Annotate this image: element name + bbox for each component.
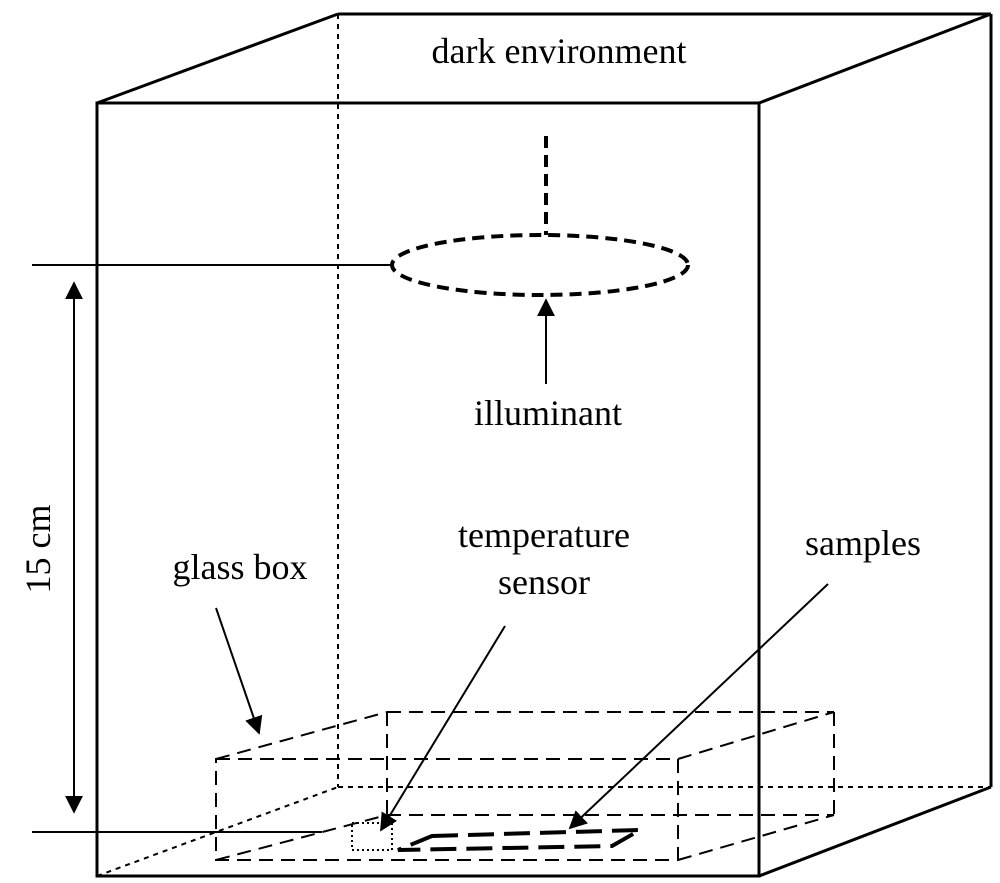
chamber-top-left-edge bbox=[96, 12, 339, 105]
temperature-sensor-label-line2: sensor bbox=[498, 562, 590, 602]
glass-box-bottom-left bbox=[215, 814, 388, 861]
dark-environment-label: dark environment bbox=[432, 31, 687, 71]
illuminant-lamp bbox=[390, 136, 690, 384]
chamber-front-face bbox=[95, 101, 761, 878]
chamber-top-right-edge bbox=[758, 12, 992, 105]
glass-box-top-left bbox=[215, 711, 388, 760]
chamber-bottom-right-edge bbox=[758, 785, 992, 878]
chamber bbox=[95, 12, 993, 878]
samples-label: samples bbox=[805, 523, 921, 563]
temperature-sensor-arrow bbox=[380, 625, 506, 832]
distance-label: 15 cm bbox=[18, 505, 58, 594]
illuminant-ring bbox=[390, 233, 690, 297]
glass-box-front bbox=[215, 758, 679, 861]
glass-box-arrow bbox=[215, 607, 263, 735]
samples-arrow bbox=[568, 583, 829, 830]
chamber-hidden-left-bottom-edge bbox=[96, 786, 339, 877]
glass-box-top-right bbox=[677, 711, 835, 760]
glass-box-label: glass box bbox=[173, 547, 308, 587]
glass-box-bottom-right bbox=[677, 814, 835, 861]
distance-dimension bbox=[32, 264, 390, 833]
temperature-sensor-label-line1: temperature bbox=[458, 515, 630, 555]
samples-plate bbox=[397, 828, 641, 852]
illuminant-label: illuminant bbox=[474, 393, 622, 433]
glass-box bbox=[215, 711, 835, 861]
temperature-sensor bbox=[351, 822, 393, 851]
